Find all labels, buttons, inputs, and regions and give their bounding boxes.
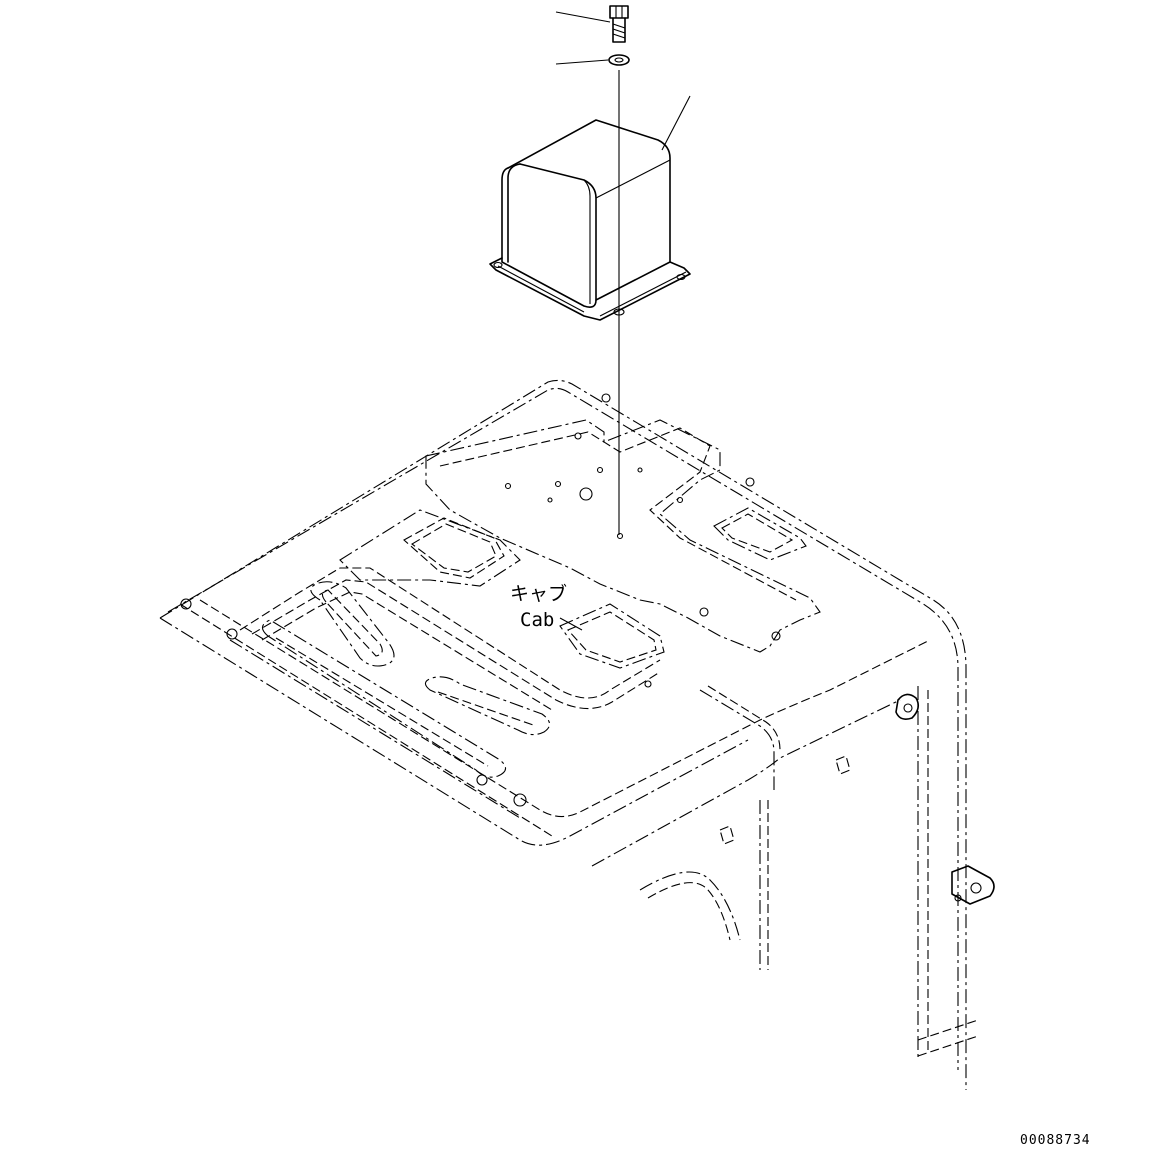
cover-icon (489, 119, 691, 321)
mounting-plate (425, 419, 821, 653)
roof-recess-left (339, 509, 521, 587)
cab-right-pillar (895, 686, 995, 1060)
roof-recess-center (559, 603, 665, 669)
cab-roof-outline (159, 379, 967, 1090)
cab-label-english: Cab (520, 609, 554, 631)
roof-channel-outer (239, 567, 661, 711)
roof-channel-3 (424, 676, 551, 736)
bolt-icon (609, 5, 629, 43)
roof-channel-2 (261, 619, 507, 778)
washer-icon (608, 54, 630, 66)
leader-lines (555, 11, 691, 151)
roof-fasteners (180, 393, 781, 807)
cab-front-edge (699, 685, 781, 970)
roof-channel-1 (310, 581, 395, 667)
cab-label-japanese: キャブ (510, 582, 567, 605)
cab-door-curve (639, 755, 851, 941)
cab-callout: キャブ Cab (510, 582, 583, 631)
drawing-number: 00088734 (1020, 1133, 1091, 1148)
roof-recess-right (713, 507, 807, 561)
